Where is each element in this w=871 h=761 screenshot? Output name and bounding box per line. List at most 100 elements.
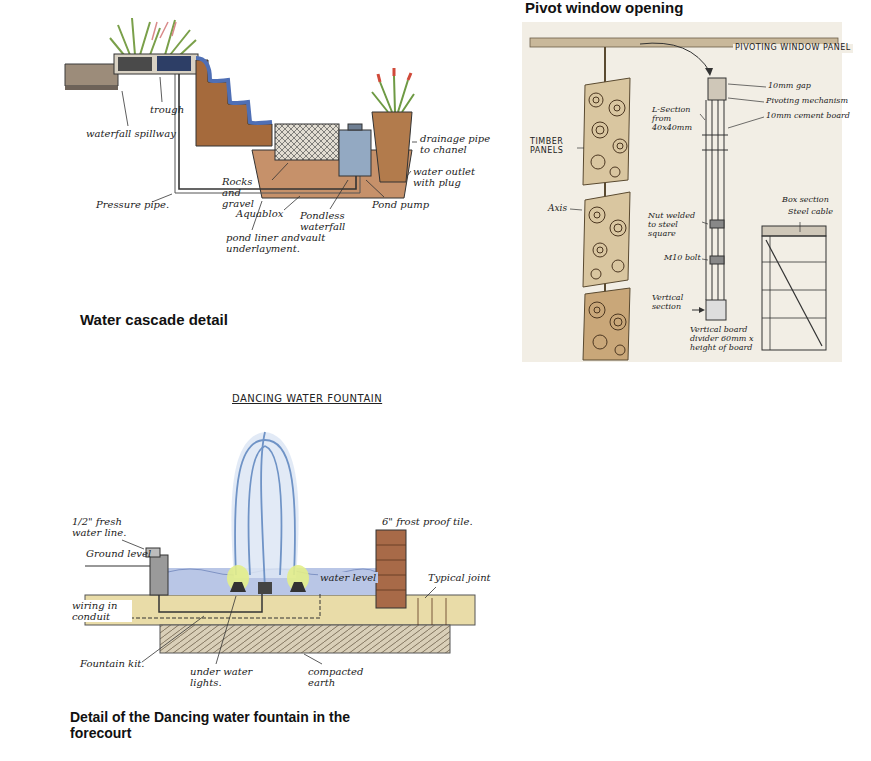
annotation-label: Pivoting mechanism xyxy=(766,97,848,106)
water-cascade-sketch-part-part xyxy=(284,196,300,210)
water-cascade-sketch-part-part xyxy=(366,180,384,197)
annotation-label: Steel cable xyxy=(788,208,833,217)
water-cascade-sketch xyxy=(65,18,417,230)
pivot-window-sketch-part-part xyxy=(702,222,708,224)
annotation-label: 10mm cement board xyxy=(766,112,850,121)
pivot-window-sketch-part xyxy=(583,288,630,360)
fountain-sketch-part-part xyxy=(265,446,281,575)
pivot-window-sketch-part-part xyxy=(613,139,627,153)
pivot-window-sketch-part-part xyxy=(617,143,623,149)
fountain-sketch-part xyxy=(159,594,262,612)
annotation-label: Axis xyxy=(548,203,567,213)
fountain-sketch-part xyxy=(235,432,295,590)
pivot-window-sketch-part-part xyxy=(593,335,607,349)
pivot-window-sketch-part-part xyxy=(724,100,725,300)
pivot-window-sketch-part-part xyxy=(762,262,826,263)
fountain-sketch-part-part xyxy=(249,446,265,575)
fountain-sketch-part-part xyxy=(261,432,265,590)
annotation-label: 1/2" fresh water line. xyxy=(72,516,144,538)
pivot-window-sketch-part xyxy=(708,78,726,100)
pivot-window-sketch-part-part xyxy=(614,224,622,232)
pivot-window-sketch-part-part xyxy=(728,84,766,87)
water-cascade-sketch-part xyxy=(378,68,411,82)
pivot-window-sketch-part-part xyxy=(614,105,620,111)
annotation-label: Box section xyxy=(782,196,829,205)
annotation-label: M10 bolt xyxy=(664,254,701,263)
annotation-label: Fountain kit. xyxy=(80,658,145,669)
fountain-sketch-part-part xyxy=(432,598,433,625)
water-cascade-sketch-part-part xyxy=(412,142,417,143)
fountain-sketch-part-part xyxy=(376,590,406,591)
panel-heading: Detail of the Dancing water fountain in … xyxy=(70,710,410,741)
pivot-window-sketch-part xyxy=(640,43,710,72)
pivot-window-sketch-part-part xyxy=(589,302,605,318)
annotation-label: L-Section from 40x40mm xyxy=(652,106,702,133)
pivot-window-sketch-part-part xyxy=(702,150,728,151)
pivot-window-sketch-part-part xyxy=(593,243,607,257)
fountain-sketch-part xyxy=(150,555,168,595)
pivot-window-sketch-part-part xyxy=(577,148,584,149)
pivot-window-sketch-part-part xyxy=(610,314,626,330)
pivot-window-sketch-part-part xyxy=(596,126,604,134)
annotation-label: Pondless waterfall vault xyxy=(300,210,370,244)
pivot-window-sketch-part-part xyxy=(800,222,801,232)
fountain-sketch-part-part xyxy=(425,587,436,598)
water-cascade-sketch-part xyxy=(118,57,152,71)
water-cascade-sketch-part xyxy=(65,64,118,86)
pivot-window-sketch-part xyxy=(589,93,627,355)
pivot-window-sketch-part xyxy=(570,84,800,260)
pivot-window-sketch-part xyxy=(522,22,842,362)
fountain-sketch-part-part xyxy=(446,598,447,625)
fountain-sketch-part-part xyxy=(376,545,406,546)
annotation-label: Pond pump xyxy=(372,199,429,210)
pivot-window-sketch-part-part xyxy=(589,207,605,223)
annotation-label: under water lights. xyxy=(190,666,262,688)
pivot-window-sketch-part-part xyxy=(712,100,713,300)
pivot-window-sketch-part-part xyxy=(594,212,600,218)
pivot-window-sketch-part-part xyxy=(615,345,625,355)
fountain-sketch xyxy=(85,432,475,664)
water-cascade-sketch-part xyxy=(114,54,198,74)
water-cascade-sketch-part xyxy=(348,124,362,130)
pivot-window-sketch-part-part xyxy=(609,100,625,116)
pivot-window-sketch xyxy=(522,22,842,362)
annotation-label: Vertical section xyxy=(652,294,694,312)
pivot-window-sketch-part-part xyxy=(702,259,708,260)
pivot-window-sketch-part-part xyxy=(593,97,599,103)
annotation-label: wiring in conduit xyxy=(70,600,132,622)
water-cascade-sketch-part-part xyxy=(330,180,348,209)
fountain-sketch-part xyxy=(376,545,446,625)
annotation-label: Rocks and gravel xyxy=(222,176,274,210)
annotation-label: TIMBER PANELS xyxy=(530,138,576,156)
fountain-sketch-part-part xyxy=(376,560,406,561)
fountain-sketch-part xyxy=(230,582,246,592)
annotation-label: Vertical board divider 60mm x height of … xyxy=(690,326,760,353)
annotation-label: Pressure pipe. xyxy=(96,199,169,210)
pivot-window-sketch-part-part xyxy=(728,117,764,128)
pivot-window-sketch-part-part xyxy=(589,93,603,107)
annotation-label: drainage pipe to chanel xyxy=(420,133,492,155)
water-cascade-sketch-part xyxy=(65,86,118,90)
fountain-sketch-part xyxy=(85,595,475,625)
fountain-sketch-part-part xyxy=(142,616,204,662)
pivot-window-sketch-part-part xyxy=(770,236,771,350)
annotation-label: Aquablox xyxy=(236,208,283,219)
fountain-sketch-part xyxy=(85,565,150,566)
fountain-sketch-part-part xyxy=(376,575,406,576)
fountain-sketch-part-part xyxy=(235,440,265,575)
pivot-window-sketch-part-part xyxy=(614,318,622,326)
annotation-label: water outlet with plug xyxy=(413,166,485,188)
fountain-sketch-part xyxy=(287,565,309,591)
pivot-window-sketch-part xyxy=(692,310,700,311)
pivot-window-sketch-part-part xyxy=(570,209,582,210)
pivot-window-sketch-part-part xyxy=(591,269,601,279)
annotation-label: trough xyxy=(150,104,184,115)
pivot-window-sketch-part xyxy=(583,192,630,287)
pivot-window-sketch-part xyxy=(705,68,713,76)
panel-heading: Water cascade detail xyxy=(80,312,228,329)
annotation-label: 10mm gap xyxy=(768,82,811,91)
fountain-sketch-part-part xyxy=(304,654,322,664)
annotation-label: DANCING WATER FOUNTAIN xyxy=(232,393,382,404)
